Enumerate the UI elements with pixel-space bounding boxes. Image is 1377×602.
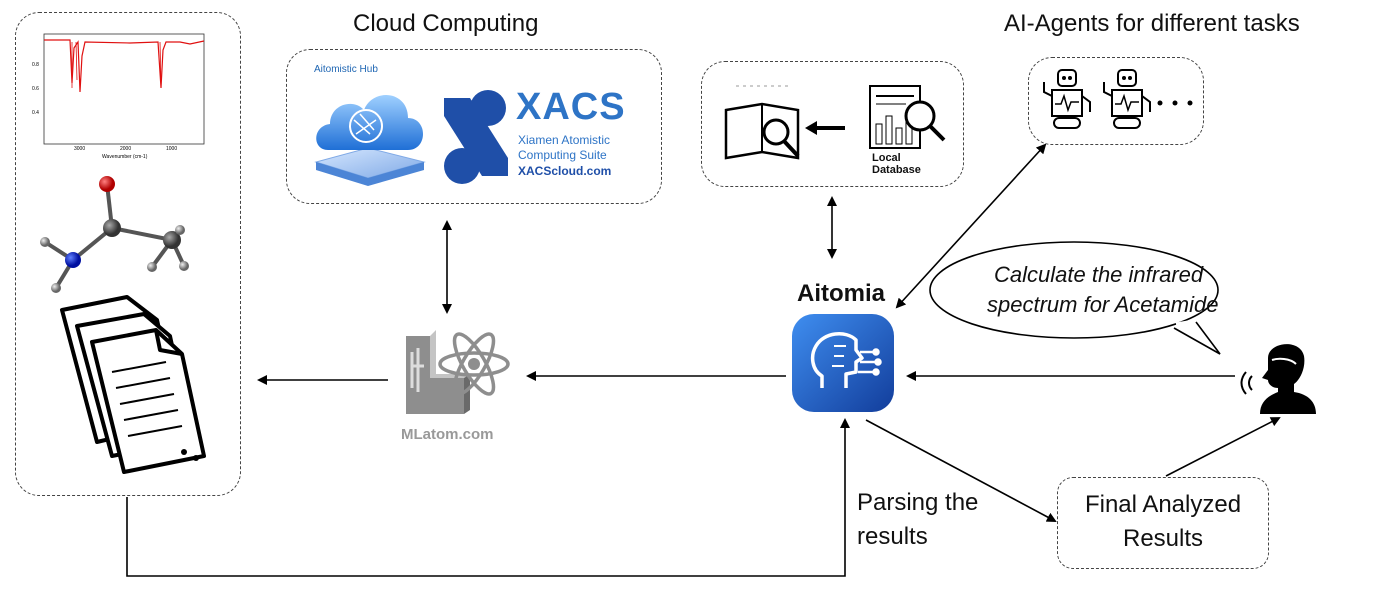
- local-db-label-line1: Local: [872, 152, 901, 164]
- speech-bubble: [929, 241, 1221, 355]
- parsing-loop-line: [126, 418, 850, 577]
- local-database-icon: [869, 85, 946, 149]
- acetamide-molecule: [40, 176, 189, 293]
- xacs-logo-icon: [444, 90, 508, 184]
- final-results-box: [1057, 477, 1269, 569]
- ai-agents-title: AI-Agents for different tasks: [1004, 10, 1300, 37]
- results-box: [15, 12, 241, 496]
- spectrum-ytick-2: 0.6: [32, 86, 39, 92]
- parsing-line1: Parsing the: [857, 489, 979, 516]
- mlatom-url-link[interactable]: MLatom.com: [401, 426, 494, 443]
- aitomia-logo-icon[interactable]: [788, 310, 898, 416]
- speech-line1: Calculate the infrared: [994, 262, 1204, 287]
- agents-box: [1028, 57, 1204, 145]
- spectrum-xtick-3: 1000: [166, 146, 177, 152]
- spectrum-ytick-3: 0.4: [32, 110, 39, 116]
- mlatom-logo-icon[interactable]: [390, 318, 518, 424]
- speech-line2: spectrum for Acetamide: [987, 292, 1219, 317]
- spectrum-xtick-1: 3000: [74, 146, 85, 152]
- aitomia-agents-arrow: [895, 143, 1047, 309]
- cloud-computing-title: Cloud Computing: [353, 10, 539, 37]
- local-db-label-line2: Database: [872, 164, 921, 176]
- xacs-name: XACS: [516, 86, 626, 128]
- aitomia-final-arrow: [865, 419, 1057, 522]
- ai-agent-robot-icon[interactable]: [1040, 66, 1096, 132]
- final-results-line2: Results: [1122, 525, 1204, 552]
- user-speaking-icon: [1240, 344, 1316, 414]
- aitomia-title: Aitomia: [797, 280, 886, 307]
- ellipsis-icon: [1157, 100, 1193, 106]
- ir-spectrum-plot: 0.8 0.6 0.4 3000 2000 1000 Wavenumber (c…: [32, 33, 205, 160]
- final-user-arrow: [1165, 417, 1281, 477]
- cloud-box: [286, 49, 662, 204]
- xacs-line2: Computing Suite: [518, 148, 607, 162]
- ai-agent-robot-icon-2[interactable]: [1100, 66, 1156, 132]
- aitomistic-hub-cloud-icon[interactable]: [308, 80, 434, 190]
- spectrum-xtick-2: 2000: [120, 146, 131, 152]
- book-search-icon: [724, 85, 800, 160]
- xacs-line1: Xiamen Atomistic: [518, 133, 611, 147]
- parsing-line2: results: [857, 523, 928, 550]
- spectrum-ytick-1: 0.8: [32, 62, 39, 68]
- aitomistic-hub-label: Aitomistic Hub: [314, 64, 378, 75]
- final-results-line1: Final Analyzed: [1084, 491, 1242, 518]
- spectrum-xlabel: Wavenumber (cm-1): [102, 154, 148, 160]
- database-box: [701, 61, 964, 187]
- documents-stack-icon: [60, 295, 206, 474]
- xacs-url-link[interactable]: XACScloud.com: [518, 164, 612, 178]
- left-arrow-icon: [805, 121, 845, 135]
